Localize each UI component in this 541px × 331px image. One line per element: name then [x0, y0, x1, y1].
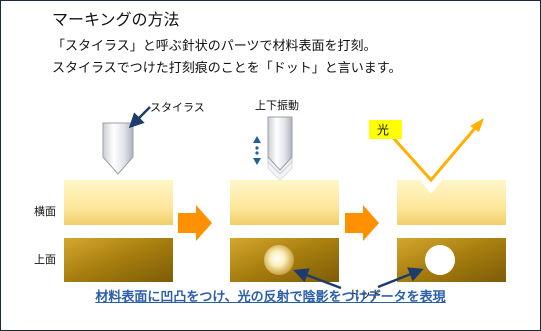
process-arrow-2 — [345, 205, 379, 241]
description-line-1: 「スタイラス」と呼ぶ針状のパーツで材料表面を打刻。 — [52, 39, 377, 54]
light-beam — [386, 118, 484, 183]
light-label: 光 — [377, 123, 389, 137]
slide-title: マーキングの方法 — [52, 10, 180, 29]
vibrating-stylus-icon — [267, 116, 293, 181]
side-view-block-2 — [230, 180, 339, 225]
up-down-arrow-icon — [253, 136, 261, 165]
stylus-pointer-arrow — [128, 106, 151, 129]
dot-glowing — [264, 245, 294, 275]
stylus-icon — [102, 122, 134, 175]
top-view-label: 上面 — [34, 253, 56, 266]
description-line-2: スタイラスでつけた打刻痕のことを「ドット」と言います。 — [52, 61, 402, 76]
footer-caption: 材料表面に凹凸をつけ、光の反射で陰影をつけデータを表現 — [95, 290, 446, 305]
top-view-block-1 — [64, 238, 173, 282]
side-view-block-1 — [64, 180, 173, 225]
process-arrow-1 — [178, 205, 212, 241]
stylus-label: スタイラス — [150, 101, 205, 114]
side-view-label: 横面 — [34, 205, 56, 218]
vibration-label: 上下振動 — [255, 98, 299, 112]
light-label-box — [369, 120, 402, 139]
dot-pointer-arrow-1 — [293, 268, 342, 290]
dot-white — [425, 245, 455, 275]
dot-pointer-arrow-2 — [377, 267, 424, 289]
side-view-block-3 — [397, 180, 506, 225]
dot-label: ドット — [349, 288, 382, 301]
